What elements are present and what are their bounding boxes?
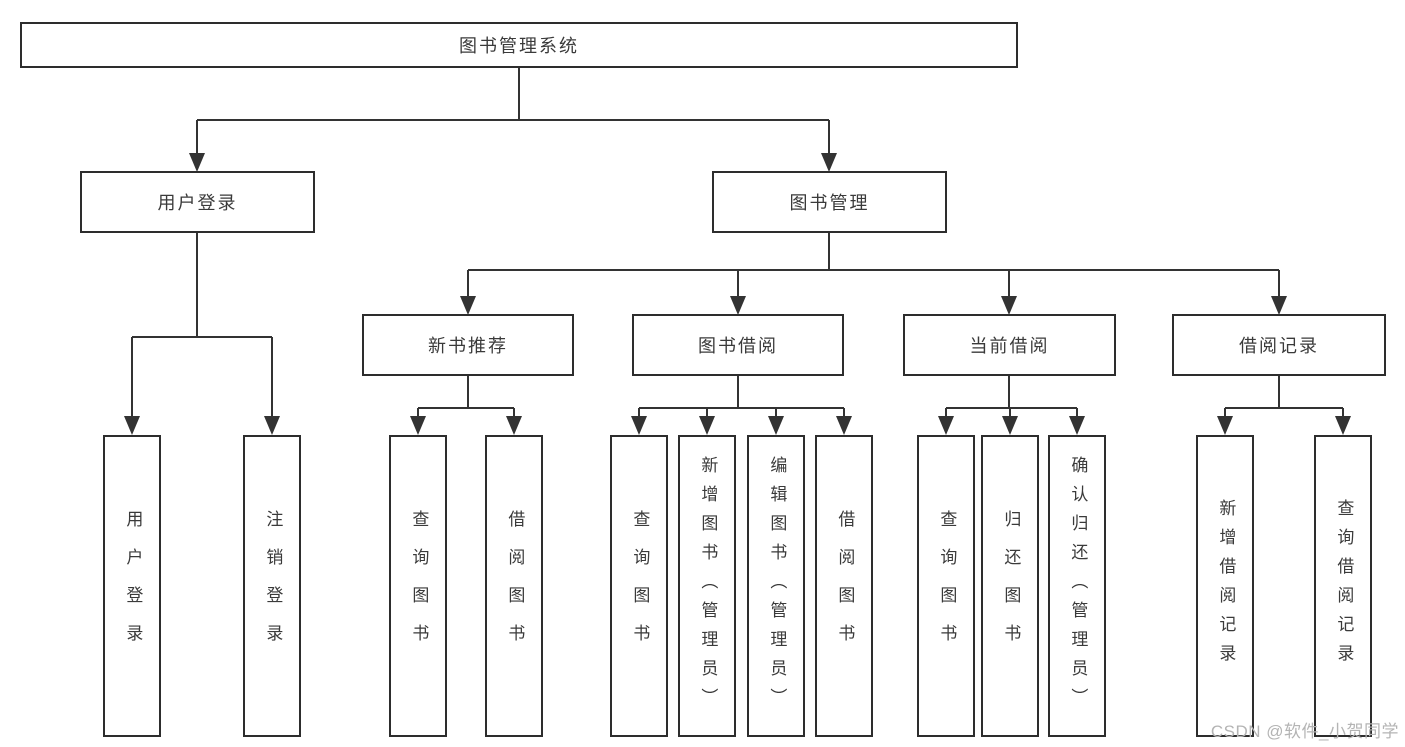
arrowhead (1271, 296, 1287, 315)
leaf-label: 查询图书 (937, 510, 957, 662)
arrowhead (1002, 416, 1018, 435)
leaf-label: 查询借阅记录 (1334, 499, 1354, 673)
arrowhead (264, 416, 280, 435)
node-label: 图书管理 (789, 193, 870, 213)
leaf-label: 编辑图书（管理员） (767, 455, 787, 717)
leaf-label: 借阅图书 (505, 510, 525, 662)
leaf-label: 确认归还（管理员） (1068, 455, 1088, 717)
arrowhead (1069, 416, 1085, 435)
leaf-query-books-3: 查询图书 (917, 435, 975, 737)
node-label: 当前借阅 (969, 336, 1050, 356)
leaf-query-books-2: 查询图书 (610, 435, 668, 737)
leaf-label: 注销登录 (263, 510, 283, 662)
arrowhead (189, 153, 205, 172)
leaf-label: 归还图书 (1001, 510, 1021, 662)
csdn-watermark: CSDN @软件_小贺同学 (1210, 722, 1399, 741)
leaf-label: 新增借阅记录 (1216, 499, 1236, 673)
arrowhead (699, 416, 715, 435)
leaf-logout: 注销登录 (243, 435, 301, 737)
leaf-borrow-books-1: 借阅图书 (485, 435, 543, 737)
node-book-borrowing: 图书借阅 (632, 314, 844, 376)
leaf-add-books-admin: 新增图书（管理员） (678, 435, 736, 737)
node-current-borrowing: 当前借阅 (903, 314, 1116, 376)
leaf-label: 用户登录 (123, 510, 143, 662)
arrowhead (821, 153, 837, 172)
node-library-management-system: 图书管理系统 (20, 22, 1018, 68)
leaf-confirm-return-admin: 确认归还（管理员） (1048, 435, 1106, 737)
arrowhead (938, 416, 954, 435)
leaf-return-books: 归还图书 (981, 435, 1039, 737)
node-user-login: 用户登录 (80, 171, 315, 233)
node-label: 新书推荐 (428, 336, 508, 356)
node-label: 图书管理系统 (459, 36, 579, 56)
arrowhead (836, 416, 852, 435)
arrowhead (410, 416, 426, 435)
arrowhead (768, 416, 784, 435)
leaf-label: 查询图书 (630, 510, 650, 662)
arrowhead (631, 416, 647, 435)
arrowhead (506, 416, 522, 435)
leaf-label: 借阅图书 (835, 510, 855, 662)
node-new-book-recommendation: 新书推荐 (362, 314, 574, 376)
leaf-add-borrow-record: 新增借阅记录 (1196, 435, 1254, 737)
leaf-user-login: 用户登录 (103, 435, 161, 737)
arrowhead (1335, 416, 1351, 435)
node-book-management: 图书管理 (712, 171, 947, 233)
leaf-borrow-books-2: 借阅图书 (815, 435, 873, 737)
arrowhead (1001, 296, 1017, 315)
arrowhead (124, 416, 140, 435)
node-label: 借阅记录 (1239, 336, 1319, 356)
leaf-label: 查询图书 (409, 510, 429, 662)
arrowhead (460, 296, 476, 315)
node-borrowing-records: 借阅记录 (1172, 314, 1386, 376)
arrowhead (1217, 416, 1233, 435)
node-label: 图书借阅 (698, 336, 778, 356)
leaf-label: 新增图书（管理员） (698, 455, 718, 717)
leaf-query-borrow-record: 查询借阅记录 (1314, 435, 1372, 737)
node-label: 用户登录 (157, 193, 238, 213)
leaf-edit-books-admin: 编辑图书（管理员） (747, 435, 805, 737)
leaf-query-books-1: 查询图书 (389, 435, 447, 737)
arrowhead (730, 296, 746, 315)
